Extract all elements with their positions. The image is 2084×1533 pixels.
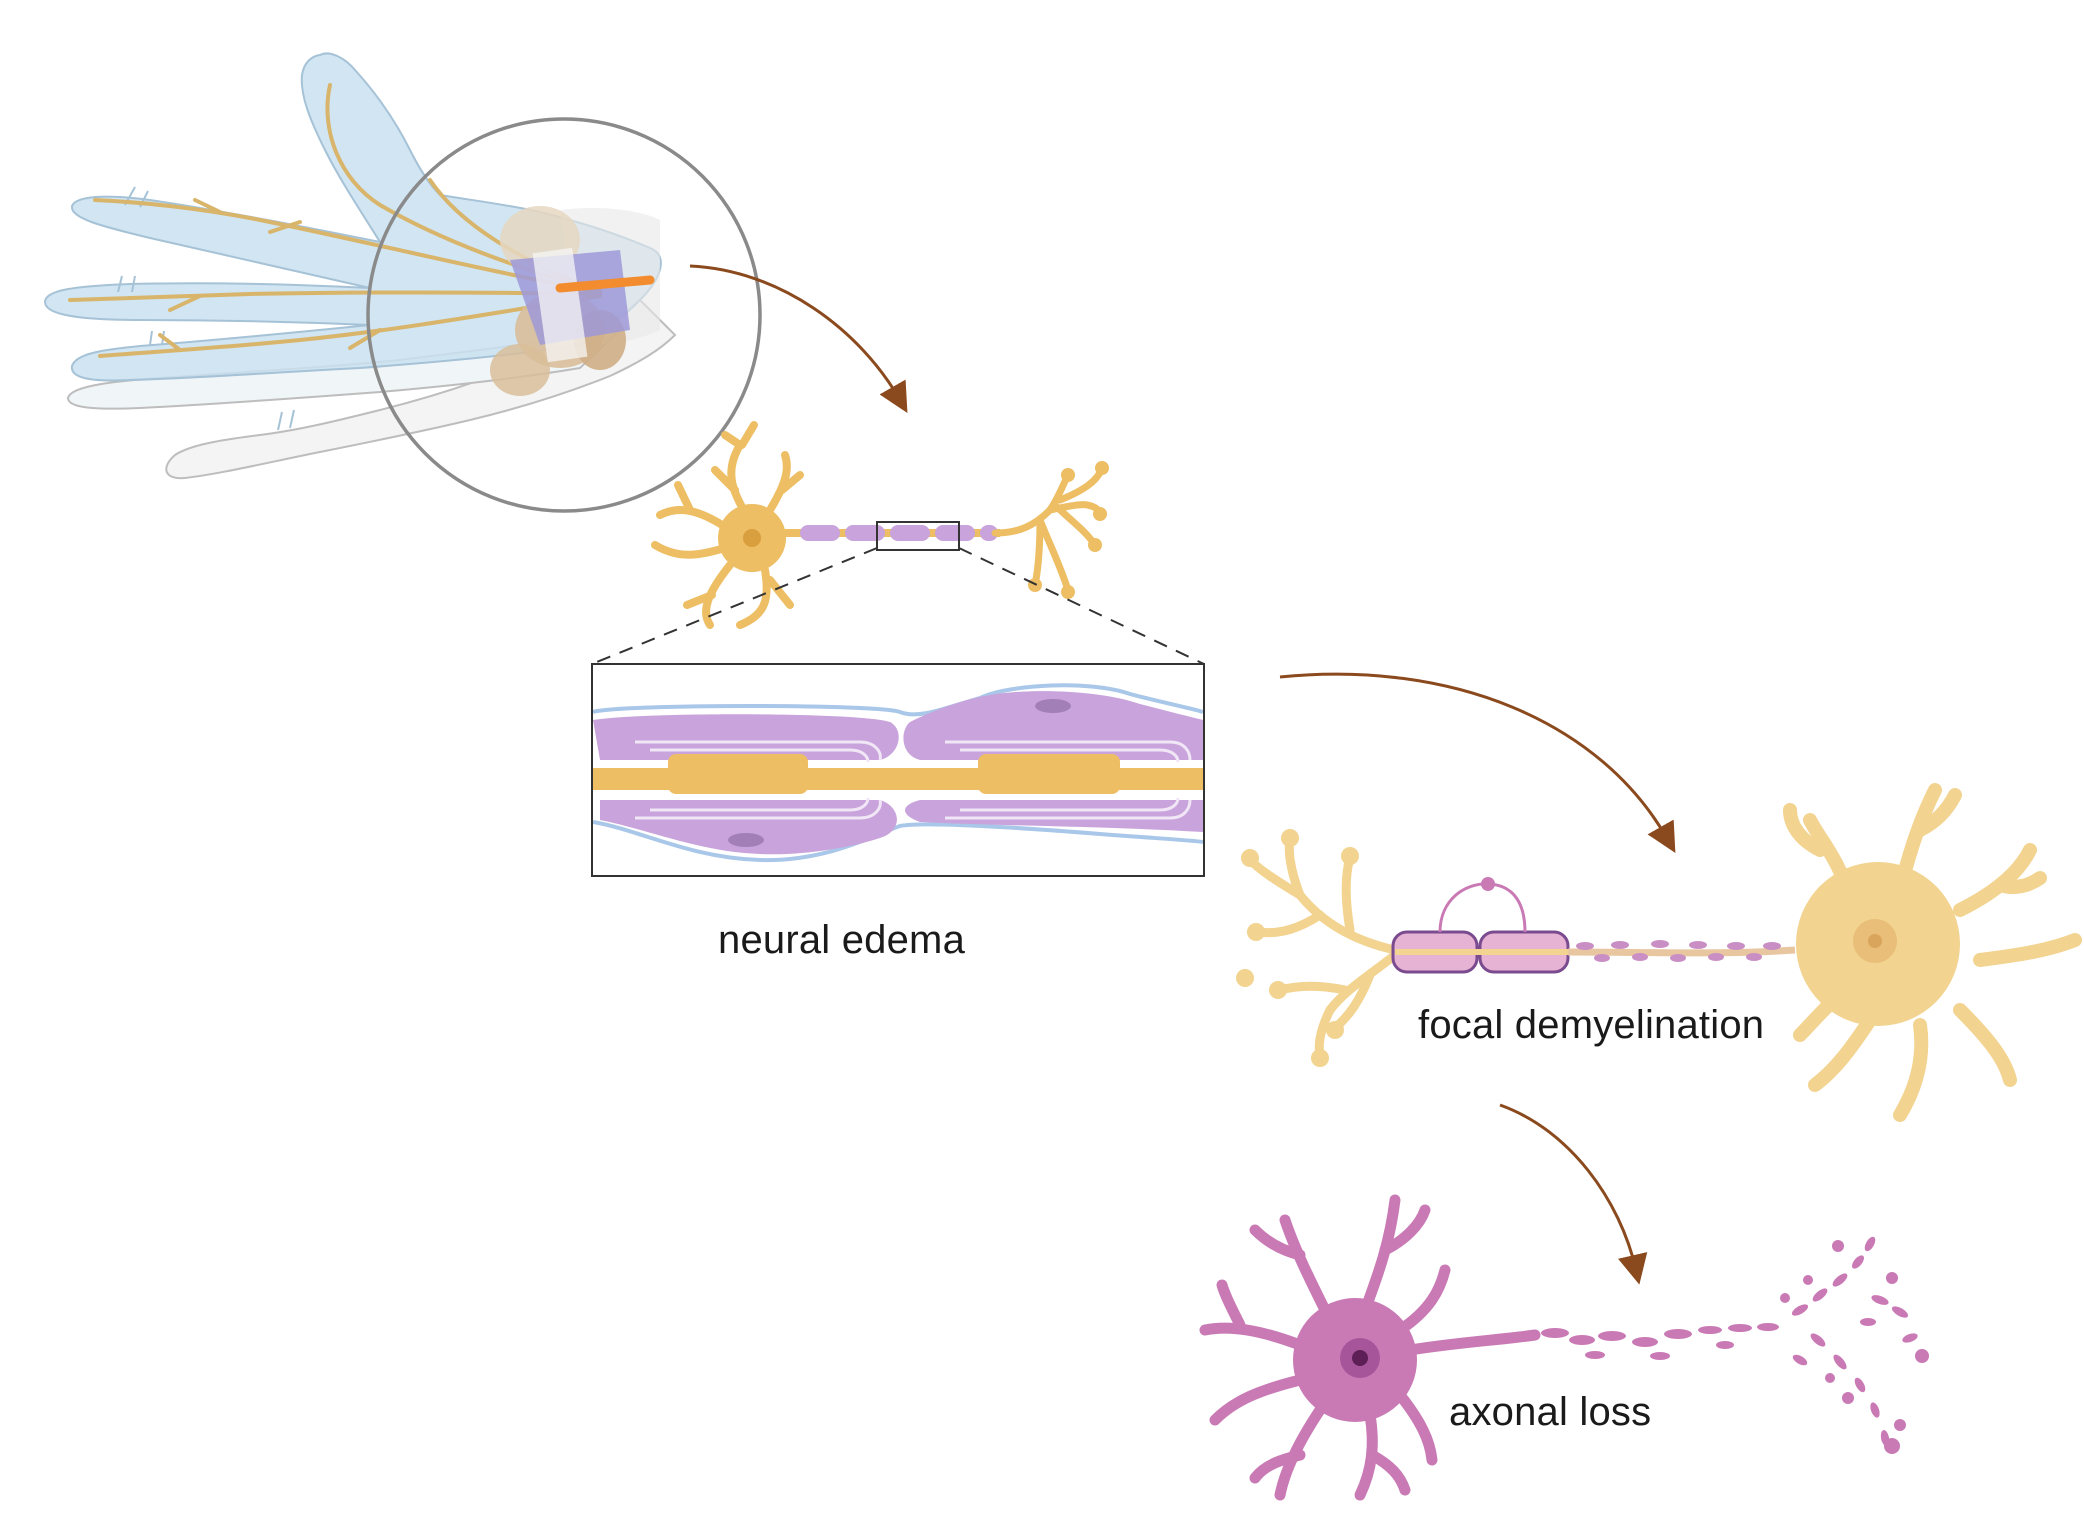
label-neural-edema: neural edema — [718, 918, 966, 962]
terminal-fragments — [1780, 1236, 1929, 1454]
schwann-nucleus-bottom — [728, 833, 764, 847]
inset-axon-swelling-1 — [668, 754, 808, 794]
zoom-box — [876, 521, 960, 551]
schwann-cell-processes — [1438, 882, 1527, 933]
arrow-hand-to-edema — [689, 264, 908, 414]
zoom-guide-lines — [591, 547, 1205, 665]
demyelinated-neuron-terminal — [1245, 835, 1400, 1060]
healthy-neuron-nucleus — [743, 529, 761, 547]
axonal-loss-neuron-dendrites — [1199, 1194, 1451, 1501]
hand-palm-lower — [165, 298, 677, 480]
arrow-demyelination-to-axonal-loss — [1499, 1103, 1648, 1285]
healthy-neuron — [651, 421, 1109, 629]
myelin-lamellae — [635, 740, 1192, 820]
arrow-edema-to-demyelination — [1279, 672, 1676, 854]
label-axonal-loss: axonal loss — [1449, 1390, 1652, 1434]
hand-illustration — [43, 52, 762, 513]
myelin-segment-1-bottom — [600, 800, 897, 855]
magnifier-ring — [366, 117, 762, 513]
inset-axon-swelling-2 — [978, 754, 1120, 794]
demyelinated-neuron-boutons — [1236, 829, 1359, 1067]
label-focal-demyelination: focal demyelination — [1418, 1003, 1765, 1047]
demyelinated-neuron — [1236, 783, 2082, 1122]
myelin-segment-1-top — [593, 714, 899, 760]
demyelinated-neuron-nucleolus — [1868, 934, 1882, 948]
axonal-loss-axon-stump — [1404, 1329, 1541, 1356]
compressed-nerve — [555, 275, 655, 293]
demyelinated-axon — [1567, 946, 1796, 957]
membrane-bottom — [593, 820, 1203, 863]
healthy-neuron-myelin — [800, 525, 998, 541]
axonal-loss-neuron — [1199, 1194, 1929, 1501]
myelin-segment-2-bottom — [905, 800, 1203, 832]
edema-inset — [591, 663, 1205, 877]
transverse-ligament — [532, 247, 588, 363]
myelin-debris — [1576, 940, 1781, 962]
axon-fragments — [1541, 1323, 1779, 1360]
schwann-cell-body — [1481, 877, 1495, 891]
axonal-loss-neuron-nucleolus — [1352, 1350, 1368, 1366]
schwann-nucleus-top — [1035, 699, 1071, 713]
